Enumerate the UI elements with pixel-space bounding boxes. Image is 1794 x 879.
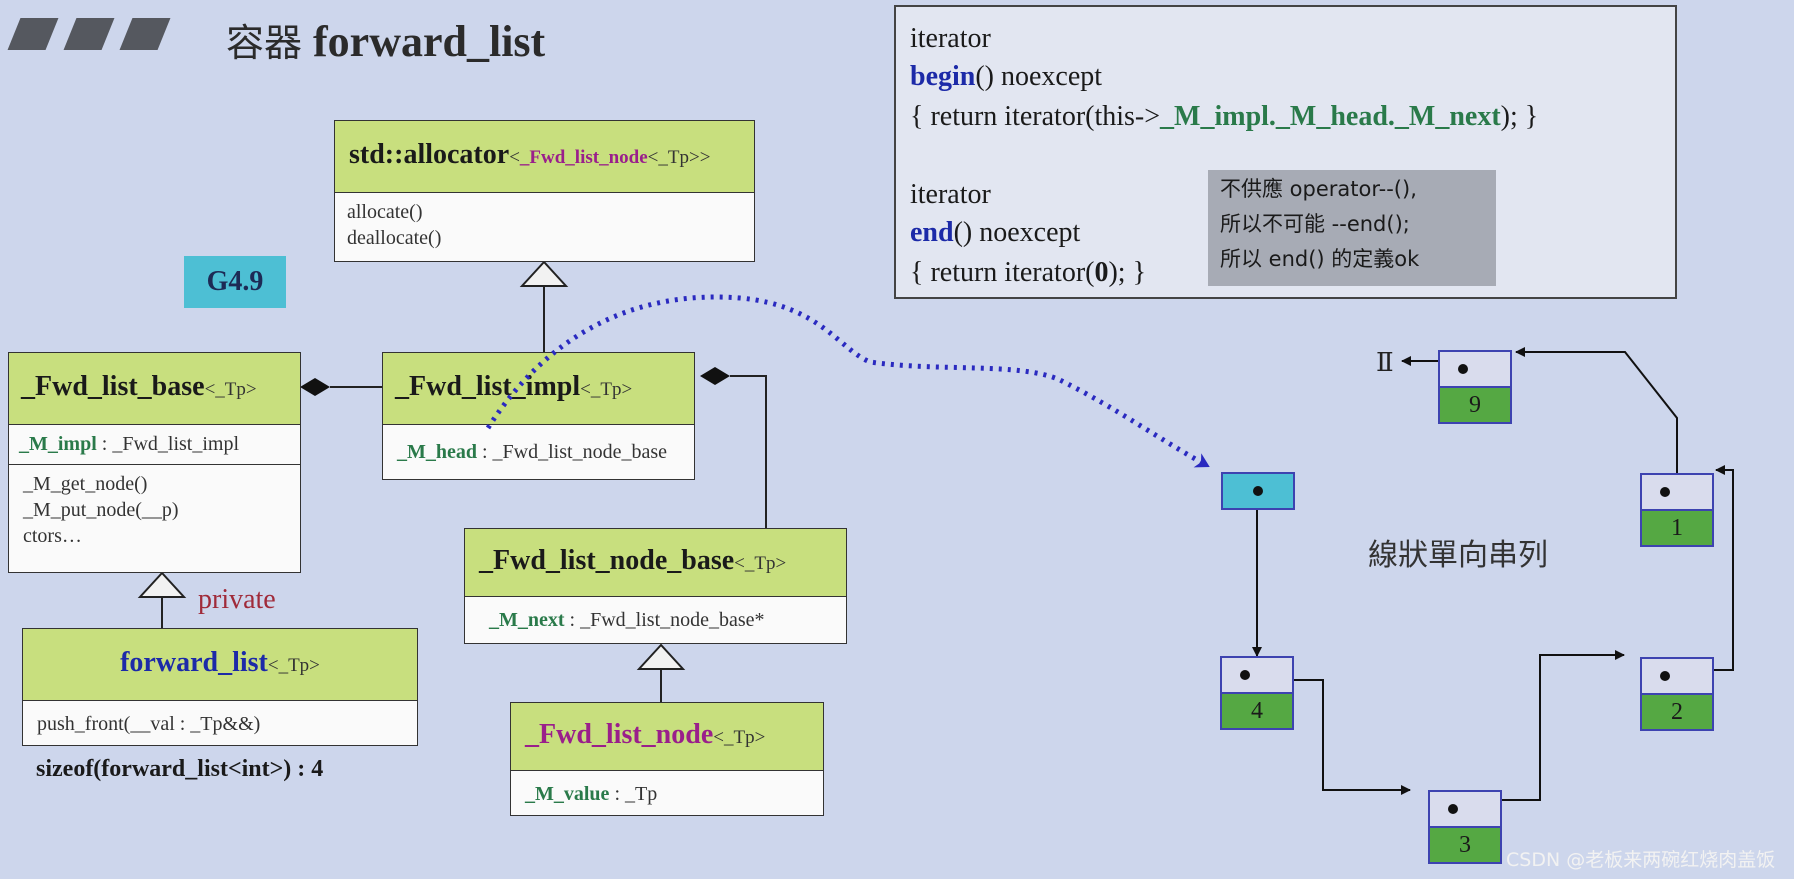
inherit-arrow-allocator <box>519 260 569 287</box>
code-begin-return-a: { return iterator(this-> <box>910 101 1161 132</box>
code-begin-rest: () noexcept <box>975 61 1103 92</box>
base-method-get-node: _M_get_node() <box>23 473 148 495</box>
list-node-9-pointer <box>1458 364 1468 374</box>
impl-member-name: _M_head <box>397 441 477 463</box>
head-pointer-arrow <box>485 294 1210 469</box>
node-member-name: _M_value <box>525 783 610 805</box>
base-member-name: _M_impl <box>19 433 97 455</box>
list-node-4: 4 <box>1220 656 1294 730</box>
code-begin-keyword: begin <box>910 61 976 92</box>
list-node-3-pointer <box>1448 804 1458 814</box>
class-forward-list: forward_list<_Tp> push_front(__val : _Tp… <box>22 628 418 746</box>
list-node-3: 3 <box>1428 790 1502 864</box>
null-symbol: Ⅱ <box>1376 348 1394 377</box>
base-method-put-node: _M_put_node(__p) <box>23 499 179 521</box>
code-end-zero: 0 <box>1094 257 1109 288</box>
list-node-4-value: 4 <box>1222 694 1292 728</box>
node-base-member-name: _M_next <box>489 609 565 631</box>
node-base-tparam: <_Tp> <box>734 553 787 574</box>
code-end-return-a: { return iterator( <box>910 257 1095 288</box>
code-line-6: { return iterator(0); } <box>910 257 1146 289</box>
note-line-1: 不供應 operator--(), <box>1220 177 1417 201</box>
inherit-arrow-base <box>137 571 187 598</box>
list-node-2-pointer <box>1660 671 1670 681</box>
list-node-2: 2 <box>1640 657 1714 731</box>
forward-list-tparam: <_Tp> <box>267 655 320 676</box>
allocator-name: std::allocator <box>349 139 510 170</box>
code-begin-return-b: ); } <box>1500 101 1539 132</box>
class-fwd-list-node: _Fwd_list_node<_Tp> _M_value : _Tp <box>510 702 824 816</box>
base-method-ctors: ctors… <box>23 525 82 547</box>
code-line-4: iterator <box>910 179 991 210</box>
base-name: _Fwd_list_base <box>21 371 205 402</box>
list-node-1-value: 1 <box>1642 511 1712 545</box>
code-line-1: iterator <box>910 23 991 54</box>
node-base-name: _Fwd_list_node_base <box>479 545 735 576</box>
allocator-method-deallocate: deallocate() <box>347 227 442 249</box>
base-tparam: <_Tp> <box>204 379 257 400</box>
list-node-4-pointer <box>1240 670 1250 680</box>
code-line-5: end() noexcept <box>910 217 1080 249</box>
title-cn: 容器 <box>226 21 303 65</box>
watermark: CSDN @老板来两碗红烧肉盖饭 <box>1506 849 1776 871</box>
node-base-member-type: : _Fwd_list_node_base* <box>564 609 765 631</box>
version-badge: G4.9 <box>184 256 286 308</box>
impl-name: _Fwd_list_impl <box>395 371 581 402</box>
composition-diamond-impl <box>700 367 730 385</box>
impl-tparam: <_Tp> <box>580 379 633 400</box>
linked-list-label: 線狀單向串列 <box>1368 538 1548 573</box>
code-end-rest: () noexcept <box>953 217 1081 248</box>
code-line-2: begin() noexcept <box>910 61 1102 93</box>
forward-list-name: forward_list <box>120 647 268 678</box>
forward-list-method-push-front: push_front(__val : _Tp&&) <box>37 713 261 735</box>
code-end-return-b: ); } <box>1108 257 1147 288</box>
list-node-2-value: 2 <box>1642 695 1712 729</box>
composition-diamond-base <box>300 378 330 396</box>
code-begin-member: _M_impl._M_head._M_next <box>1160 101 1501 132</box>
allocator-tparam-node: _Fwd_list_node <box>519 147 648 168</box>
class-fwd-list-impl: _Fwd_list_impl<_Tp> _M_head : _Fwd_list_… <box>382 352 695 480</box>
class-fwd-list-node-base: _Fwd_list_node_base<_Tp> _M_next : _Fwd_… <box>464 528 847 644</box>
inherit-arrow-node-base <box>636 643 686 670</box>
private-label: private <box>198 584 276 615</box>
list-node-1: 1 <box>1640 473 1714 547</box>
class-fwd-list-base: _Fwd_list_base<_Tp> _M_impl : _Fwd_list_… <box>8 352 301 573</box>
page-title: 容器 forward_list <box>226 12 545 67</box>
note-box: 不供應 operator--(), 所以不可能 --end(); 所以 end(… <box>1208 170 1496 286</box>
sizeof-text: sizeof(forward_list<int>) : 4 <box>36 756 324 782</box>
node-tparam: <_Tp> <box>713 727 766 748</box>
list-node-1-pointer <box>1660 487 1670 497</box>
impl-member-type: : _Fwd_list_node_base <box>477 441 667 463</box>
code-end-keyword: end <box>910 217 954 248</box>
class-allocator: std::allocator<_Fwd_list_node<_Tp>> allo… <box>334 120 755 262</box>
head-pointer-dot <box>1253 486 1263 496</box>
head-pointer-box <box>1221 472 1295 510</box>
base-member-type: : _Fwd_list_impl <box>96 433 240 455</box>
note-line-2: 所以不可能 --end(); <box>1220 212 1410 236</box>
allocator-tparam-open: < <box>509 147 520 168</box>
list-node-9-value: 9 <box>1440 388 1510 422</box>
code-line-3: { return iterator(this->_M_impl._M_head.… <box>910 101 1538 133</box>
list-node-3-value: 3 <box>1430 828 1500 862</box>
node-member-type: : _Tp <box>609 783 658 805</box>
node-name: _Fwd_list_node <box>525 719 714 750</box>
title-en: forward_list <box>313 17 546 66</box>
allocator-tparam-rest: <_Tp>> <box>647 147 711 168</box>
allocator-method-allocate: allocate() <box>347 201 423 223</box>
list-node-9: 9 <box>1438 350 1512 424</box>
note-line-3: 所以 end() 的定義ok <box>1220 247 1420 271</box>
